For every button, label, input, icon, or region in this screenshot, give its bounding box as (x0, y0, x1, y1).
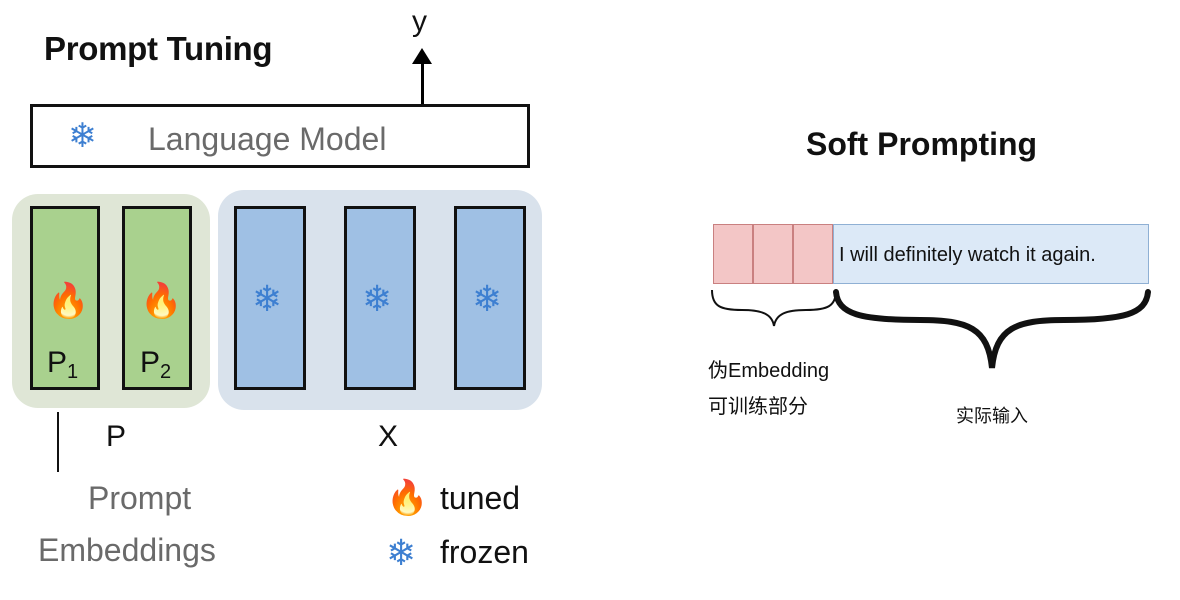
snowflake-icon: ❄ (472, 278, 503, 319)
trainable-part-label: 可训练部分 (708, 396, 808, 418)
soft-prompting-title: Soft Prompting (806, 126, 1038, 162)
legend-tuned-label: tuned (440, 480, 521, 516)
flame-icon: 🔥 (140, 282, 183, 320)
prompt-pointer-line (57, 412, 59, 472)
prompt-tuning-title: Prompt Tuning (44, 30, 273, 67)
soft-prompt-cell (793, 224, 833, 284)
output-arrow (421, 58, 424, 106)
snowflake-icon: ❄ (68, 117, 97, 155)
prompt-token-label: P2 (140, 346, 172, 383)
input-token-column (454, 206, 526, 390)
prompt-token-column (30, 206, 100, 390)
small-brace (711, 289, 837, 327)
snowflake-icon: ❄ (362, 278, 393, 319)
flame-icon: 🔥 (386, 479, 429, 517)
legend-frozen-label: frozen (440, 534, 529, 570)
soft-prompt-cell (753, 224, 793, 284)
prompt-token-label: P1 (47, 346, 79, 383)
actual-input-box (833, 224, 1149, 284)
soft-prompt-cell (713, 224, 753, 284)
input-group-label: X (378, 420, 399, 453)
snowflake-icon: ❄ (386, 532, 417, 573)
output-label: y (412, 5, 427, 38)
input-token-column (344, 206, 416, 390)
prompt-group-label: P (106, 420, 127, 453)
output-arrow-head (412, 48, 432, 64)
prompt-token-column (122, 206, 192, 390)
prompt-embeddings-label: Embeddings (38, 532, 216, 568)
actual-input-text: I will definitely watch it again. (839, 244, 1096, 266)
snowflake-icon: ❄ (252, 278, 283, 319)
flame-icon: 🔥 (47, 282, 90, 320)
language-model-label: Language Model (148, 121, 387, 157)
prompt-embeddings-label: Prompt (88, 480, 192, 516)
actual-input-label: 实际输入 (956, 406, 1028, 426)
input-token-column (234, 206, 306, 390)
braces-graphic (711, 289, 1151, 369)
pseudo-embedding-label: 伪Embedding (708, 360, 830, 382)
large-brace (833, 289, 1151, 369)
language-model-box (30, 104, 530, 168)
